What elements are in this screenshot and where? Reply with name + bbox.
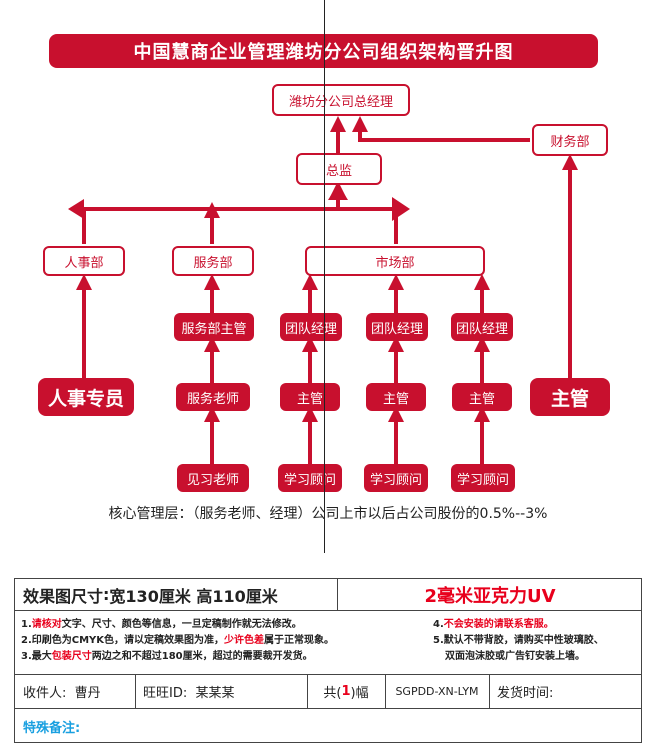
sheets-count: 1 <box>341 684 351 699</box>
divider <box>337 579 338 610</box>
node-service-teacher: 服务老师 <box>176 383 250 411</box>
size-colon: : <box>103 585 110 604</box>
wangwang-label: 旺旺ID: <box>143 686 188 701</box>
node-learning-advisor: 学习顾问 <box>364 464 428 492</box>
note-3-highlight: 包装尺寸 <box>51 651 92 662</box>
node-director: 总监 <box>296 153 382 185</box>
sheets-prefix: 共( <box>323 686 342 701</box>
node-general-manager: 潍坊分公司总经理 <box>272 84 410 116</box>
note-2-text: 2.印刷色为CMYK色，请以定稿效果图为准， <box>21 635 225 646</box>
node-service-dept: 服务部 <box>172 246 254 276</box>
note-4: 4.不会安装的请联系客服。 <box>433 617 639 633</box>
node-team-manager: 团队经理 <box>366 313 428 341</box>
note-3-tail: 两边之和不超过180厘米，超过的需要裁开发货。 <box>91 651 313 662</box>
org-chart: 中国慧商企业管理潍坊分公司组织架构晋升图 潍坊分公司总经理 财务部 总监 人事部… <box>38 34 610 522</box>
divider <box>135 675 136 708</box>
node-learning-advisor: 学习顾问 <box>451 464 515 492</box>
note-1-num: 1. <box>21 619 32 630</box>
node-hr-dept: 人事部 <box>43 246 125 276</box>
node-trainee-teacher: 见习老师 <box>177 464 249 492</box>
receiver-cell: 收件人: 曹丹 <box>23 675 135 708</box>
note-4-num: 4. <box>433 619 444 630</box>
node-team-manager: 团队经理 <box>451 313 513 341</box>
notes-left: 1.请核对文字、尺寸、颜色等信息，一旦定稿制作就无法修改。 2.印刷色为CMYK… <box>21 617 425 665</box>
note-3: 3.最大包装尺寸两边之和不超过180厘米，超过的需要裁开发货。 <box>21 649 425 665</box>
special-note-row: 特殊备注: <box>15 709 641 743</box>
material-cell: 2毫米亚克力UV <box>424 585 556 607</box>
note-5: 5.默认不带背胶，请购买中性玻璃胶、 <box>433 635 604 646</box>
size-value: 宽130厘米 高110厘米 <box>109 586 278 606</box>
order-code: SGPDD-XN-LYM <box>395 685 479 698</box>
receiver-label: 收件人: <box>23 686 67 701</box>
note-3-text: 3.最大 <box>21 651 52 662</box>
note-5-cont: 双面泡沫胶或广告钉安装上墙。 <box>445 651 585 662</box>
node-finance: 财务部 <box>532 124 608 156</box>
core-management-note: 核心管理层：（服务老师、经理）公司上市以后占公司股份的0.5%--3% <box>108 506 548 522</box>
note-1-highlight: 请核对 <box>31 619 62 630</box>
note-4-highlight: 不会安装的请联系客服。 <box>443 619 554 630</box>
node-team-manager: 团队经理 <box>280 313 342 341</box>
sheets-cell: 共(1)幅 <box>307 675 385 708</box>
note-2-tail: 属于正常现象。 <box>264 635 335 646</box>
wangwang-cell: 旺旺ID: 某某某 <box>143 675 307 708</box>
chart-title: 中国慧商企业管理潍坊分公司组织架构晋升图 <box>49 34 598 68</box>
info-row: 收件人: 曹丹 旺旺ID: 某某某 共(1)幅 SGPDD-XN-LYM 发货时… <box>15 675 641 709</box>
order-form: 效果图尺寸:宽130厘米 高110厘米 2毫米亚克力UV 1.请核对文字、尺寸、… <box>14 578 642 743</box>
center-guide-line <box>324 0 325 553</box>
note-2: 2.印刷色为CMYK色，请以定稿效果图为准，少许色差属于正常现象。 <box>21 633 425 649</box>
node-market-dept: 市场部 <box>305 246 485 276</box>
node-service-manager: 服务部主管 <box>174 313 254 341</box>
size-row: 效果图尺寸:宽130厘米 高110厘米 2毫米亚克力UV <box>15 579 641 611</box>
node-learning-advisor: 学习顾问 <box>278 464 342 492</box>
node-hr-specialist: 人事专员 <box>38 378 134 416</box>
notes-right: 4.不会安装的请联系客服。 5.默认不带背胶，请购买中性玻璃胶、 双面泡沫胶或广… <box>433 617 639 665</box>
divider <box>489 675 490 708</box>
divider <box>307 675 308 708</box>
size-label: 效果图尺寸 <box>23 586 104 606</box>
sheets-suffix: )幅 <box>350 686 369 701</box>
special-note-label: 特殊备注: <box>23 720 81 736</box>
note-1-text: 文字、尺寸、颜色等信息，一旦定稿制作就无法修改。 <box>61 619 302 630</box>
node-supervisor: 主管 <box>366 383 426 411</box>
notes-row: 1.请核对文字、尺寸、颜色等信息，一旦定稿制作就无法修改。 2.印刷色为CMYK… <box>15 611 641 675</box>
node-finance-supervisor: 主管 <box>530 378 610 416</box>
note-1: 1.请核对文字、尺寸、颜色等信息，一旦定稿制作就无法修改。 <box>21 617 425 633</box>
size-cell: 效果图尺寸:宽130厘米 高110厘米 <box>23 579 341 610</box>
receiver-value: 曹丹 <box>74 686 101 701</box>
node-supervisor: 主管 <box>280 383 340 411</box>
wangwang-value: 某某某 <box>195 686 235 701</box>
connector-lines <box>68 116 578 464</box>
divider <box>385 675 386 708</box>
ship-time-label: 发货时间: <box>497 686 554 701</box>
note-2-highlight: 少许色差 <box>224 635 265 646</box>
node-supervisor: 主管 <box>452 383 512 411</box>
